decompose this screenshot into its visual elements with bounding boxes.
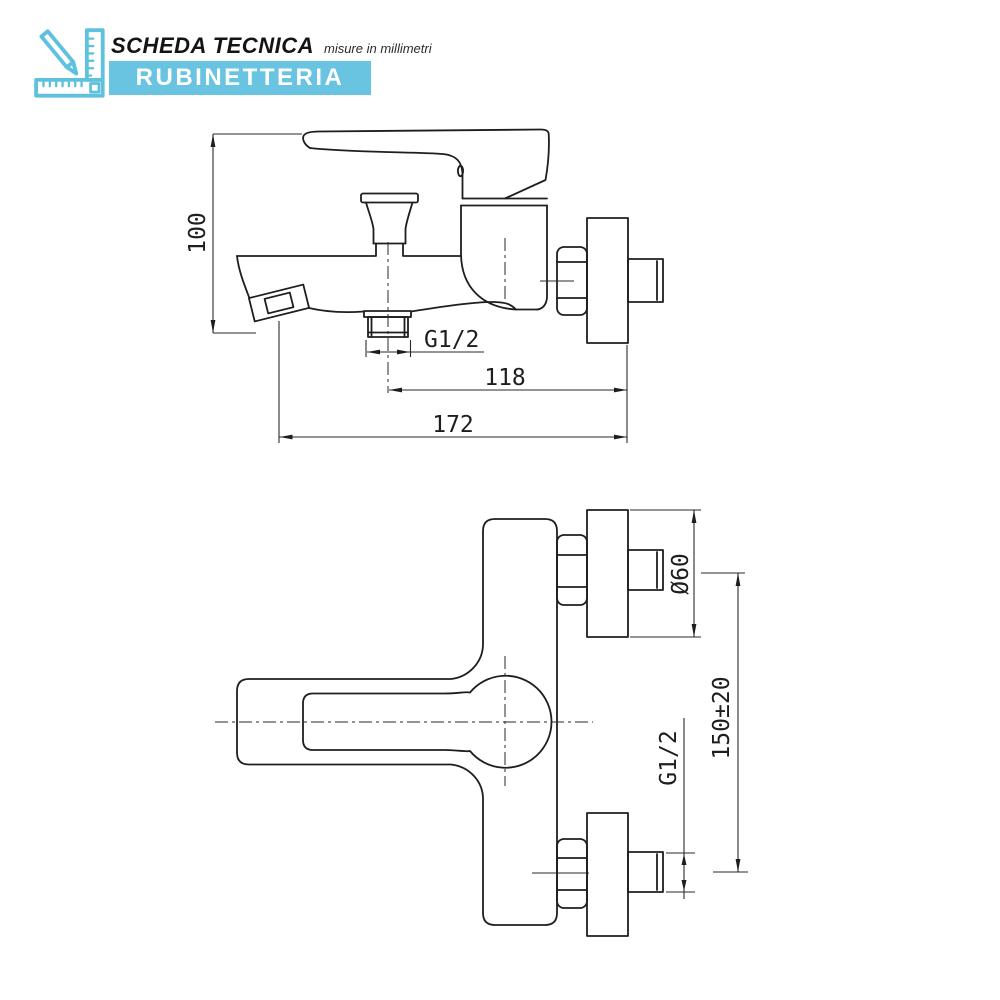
top-view: Ø60 150±20 G1/2	[215, 509, 748, 937]
dim-inlet-thread: G1/2	[656, 718, 695, 899]
wall-flange	[586, 217, 629, 344]
threaded-nipple	[627, 258, 664, 303]
lever-handle-outline	[302, 128, 550, 200]
lower-wall-flange	[586, 812, 629, 937]
dim-outlet-thread-label: G1/2	[424, 327, 479, 353]
dim-height-label: 100	[185, 212, 211, 254]
valve-body-outline	[460, 197, 548, 311]
dim-center-distance-label: 150±20	[709, 676, 735, 759]
dim-height: 100	[185, 133, 302, 334]
upper-threaded-nipple	[627, 549, 664, 591]
pencil-glyph	[39, 29, 79, 76]
dim-total-depth: 172	[278, 321, 627, 443]
top-view-centerlines	[215, 656, 593, 874]
spout-body-outline	[236, 255, 517, 314]
side-view: 100 G1/2 118 172	[185, 128, 664, 443]
lever-top-outline	[302, 674, 553, 769]
dim-outlet-to-wall-label: 118	[484, 365, 526, 391]
body-outline	[236, 518, 558, 926]
dim-inlet-thread-label: G1/2	[656, 730, 682, 785]
ruler-pencil-icon	[34, 28, 105, 98]
diverter-knob	[360, 192, 419, 257]
units-note: misure in millimetri	[323, 41, 432, 56]
page-title: SCHEDA TECNICA	[111, 33, 314, 58]
dim-outlet-to-wall: 118	[389, 345, 628, 443]
upper-wall-flange	[586, 509, 629, 638]
dim-flange-diameter-label: Ø60	[668, 553, 694, 595]
lower-threaded-nipple	[627, 851, 664, 893]
header: SCHEDA TECNICA misure in millimetri RUBIN…	[0, 0, 1000, 110]
upper-hex-nut	[556, 534, 588, 606]
side-view-centerlines	[387, 238, 574, 393]
dim-center-distance: 150±20	[701, 572, 748, 873]
spout-tip	[248, 283, 310, 323]
dim-outlet-thread: G1/2	[365, 327, 484, 357]
dim-flange-diameter: Ø60	[630, 509, 701, 638]
category-banner: RUBINETTERIA	[109, 61, 371, 95]
dim-total-depth-label: 172	[432, 412, 474, 438]
